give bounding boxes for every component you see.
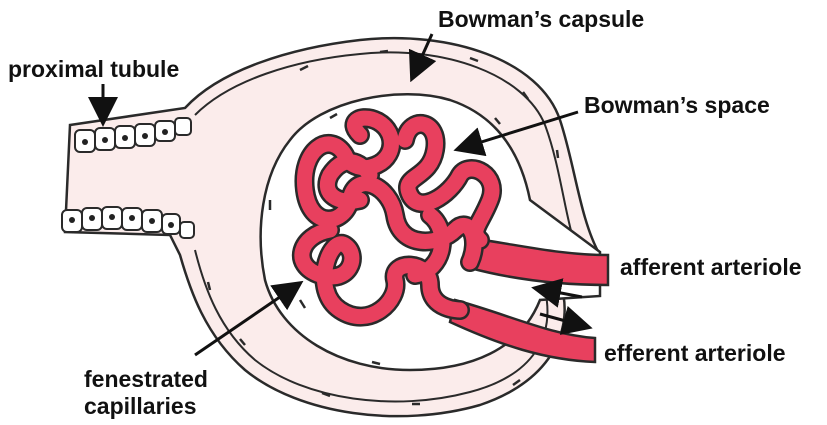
label-bowmans-space: Bowman’s space — [584, 92, 770, 119]
label-fenestrated-line2: capillaries — [84, 393, 254, 420]
label-bowmans-capsule: Bowman’s capsule — [438, 6, 644, 33]
label-efferent-arteriole: efferent arteriole — [604, 340, 786, 367]
label-fenestrated-line1: fenestrated — [84, 366, 254, 393]
label-proximal-tubule: proximal tubule — [8, 56, 179, 83]
label-afferent-arteriole: afferent arteriole — [620, 254, 802, 281]
label-fenestrated-capillaries: fenestrated capillaries — [84, 366, 254, 420]
